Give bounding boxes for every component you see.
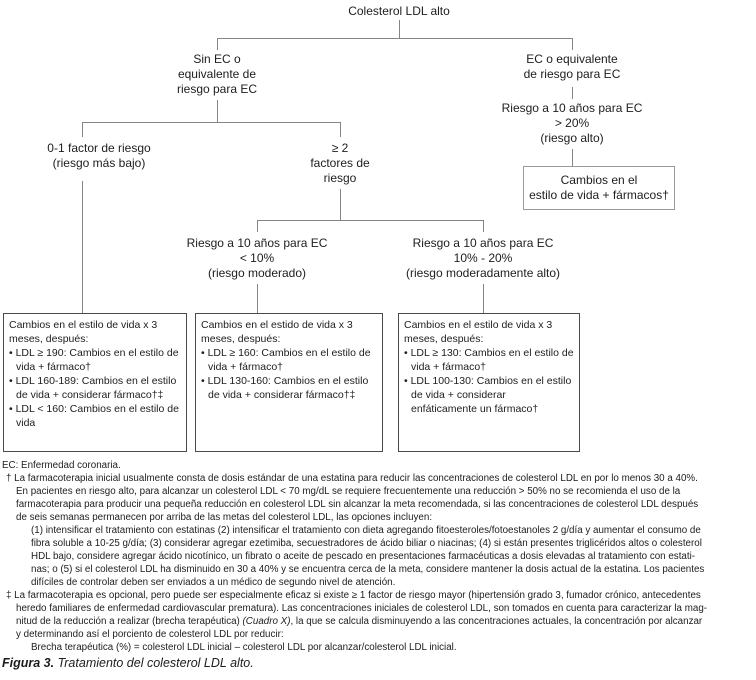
node-riesgo-alto: Riesgo a 10 años para EC > 20% (riesgo a… [501,101,643,145]
footnote-line: y determinando así el porciento de coles… [16,629,284,640]
node-riesgo-moderadamente-alto: Riesgo a 10 años para EC 10% - 20% (ries… [405,236,561,280]
figure-caption: Figura 3. Tratamiento del colesterol LDL… [2,656,254,670]
treatment-box-intro: Cambios en el estido de vida x 3 meses, … [201,319,353,345]
figure-caption-label: Figura 3. [2,656,55,670]
node-ec-equivalente: EC o equivalente de riesgo para EC [523,52,621,81]
treatment-box-bullet: LDL ≥ 130: Cambios en el estilo de vida … [404,346,574,374]
treatment-box-bullet: LDL ≥ 160: Cambios en el estilo de vida … [201,346,377,374]
footnote-line: † La farmacoterapia inicial usualmente c… [6,473,698,484]
footnote-line: Brecha terapéutica (%) = colesterol LDL … [31,642,457,653]
treatment-box-intro: Cambios en el estilo de vida x 3 meses, … [404,319,553,345]
treatment-box-bullet: LDL ≥ 190: Cambios en el estilo de vida … [9,346,181,374]
treatment-box-bullet: LDL 130-160: Cambios en el estilo de vid… [201,374,377,402]
footnote-line: farmacoterapia para producir una pequeña… [16,499,699,510]
treatment-box-bullet: LDL < 160: Cambios en el estilo de vida [9,402,181,430]
footnote-line: nitud de la reducción a realizar (brecha… [16,616,703,627]
footnote-line: En pacientes en riesgo alto, para alcanz… [16,486,681,497]
footnotes: EC: Enfermedad coronaria. † La farmacoter… [2,459,754,654]
footnote-line: fibra soluble a 10-25 g/día; (3) conside… [31,538,702,549]
footnote-line: difíciles de controlar deben ser enviado… [31,577,396,588]
treatment-box-riesgo-mas-bajo: Cambios en el estilo de vida x 3 meses, … [3,313,187,452]
footnote-line: (1) intensificar el tratamiento con esta… [31,525,701,536]
node-0-1-factor-riesgo: 0-1 factor de riesgo (riesgo más bajo) [47,141,151,170]
treatment-box-bullet: LDL 100-130: Cambios en el estilo de vid… [404,374,574,416]
node-2-o-mas-factores: ≥ 2 factores de riesgo [310,141,370,185]
footnote-line: nas; o (5) si el colesterol LDL ha dismi… [31,564,705,575]
node-title-colesterol-ldl-alto: Colesterol LDL alto [348,4,450,18]
node-riesgo-moderado: Riesgo a 10 años para EC < 10% (riesgo m… [186,236,328,280]
footnote-line: EC: Enfermedad coronaria. [2,460,121,471]
footnote-line: heredo familiares de enfermedad cardiova… [16,603,708,614]
node-sin-ec: Sin EC o equivalente de riesgo para EC [176,52,258,96]
footnote-line: ‡ La farmacoterapia es opcional, pero pu… [6,590,701,601]
treatment-box-intro: Cambios en el estilo de vida x 3 meses, … [9,319,158,345]
treatment-box-riesgo-moderado: Cambios en el estido de vida x 3 meses, … [195,313,383,452]
footnote-line: HDL bajo, considere agregar ácido nicotí… [31,551,696,562]
treatment-box-riesgo-moderadamente-alto: Cambios en el estilo de vida x 3 meses, … [398,313,580,452]
box-cambios-farmacos: Cambios en el estilo de vida + fármacos† [523,166,675,210]
connector-lines [82,20,573,313]
figure-caption-text: Tratamiento del colesterol LDL alto. [54,656,254,670]
footnote-line: de seis semanas permanecen por arriba de… [16,512,433,523]
treatment-box-bullet: LDL 160-189: Cambios en el estilo de vid… [9,374,181,402]
